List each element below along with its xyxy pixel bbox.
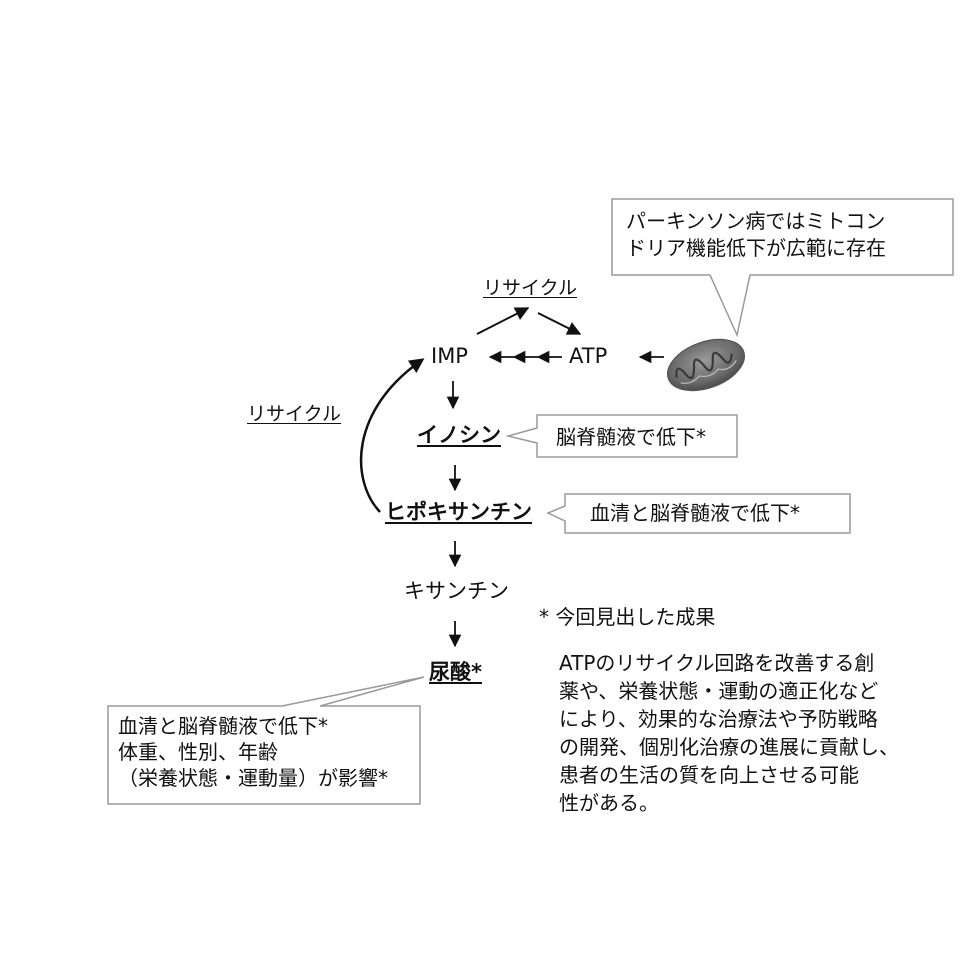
node-uric-acid: 尿酸* — [429, 660, 482, 684]
mitochondrion-icon — [666, 338, 746, 392]
inosine-callout-box — [505, 414, 738, 458]
inosine-callout-text: 脳脊髄液で低下* — [556, 425, 706, 449]
uric-acid-callout-line-1: 血清と脳脊髄液で低下* — [118, 714, 328, 738]
arrow-hypoxanthine-to-imp-recycle — [359, 358, 425, 513]
node-atp: ATP — [569, 344, 608, 368]
footnote-summary: ATPのリサイクル回路を改善する創 薬や、栄養状態・運動の適正化など により、効… — [559, 649, 949, 817]
summary-line-2: 薬や、栄養状態・運動の適正化など — [559, 679, 879, 703]
arrow-imp-to-recycle — [476, 307, 530, 335]
summary-line-1: ATPのリサイクル回路を改善する創 — [559, 651, 875, 675]
node-inosine: イノシン — [417, 423, 501, 447]
node-xanthine: キサンチン — [404, 579, 509, 603]
uric-acid-callout-text: 血清と脳脊髄液で低下* 体重、性別、年齢 （栄養状態・運動量）が影響* — [118, 713, 388, 791]
footnote-title: * 今回見出した成果 — [539, 605, 716, 629]
summary-line-5: 患者の生活の質を向上させる可能 — [559, 763, 859, 787]
summary-line-4: の開発、個別化治療の進展に貢献し、 — [559, 735, 899, 759]
recycle-label-top: リサイクル — [483, 277, 578, 299]
mitochondria-callout-line-2: ドリア機能低下が広範に存在 — [626, 236, 886, 260]
node-imp: IMP — [431, 344, 468, 368]
summary-line-3: により、効果的な治療法や予防戦略 — [559, 707, 878, 731]
uric-acid-callout-line-2: 体重、性別、年齢 — [118, 740, 278, 764]
mitochondria-callout-box — [611, 198, 954, 338]
mitochondria-callout-line-1: パーキンソン病ではミトコン — [626, 209, 886, 233]
uric-acid-callout-line-3: （栄養状態・運動量）が影響* — [118, 766, 388, 790]
uric-acid-callout-box — [107, 676, 425, 805]
recycle-label-left: リサイクル — [247, 403, 342, 425]
hypoxanthine-callout-text: 血清と脳脊髄液で低下* — [590, 501, 800, 525]
summary-line-6: 性がある。 — [559, 791, 659, 815]
hypoxanthine-callout-box — [546, 493, 851, 534]
node-hypoxanthine: ヒポキサンチン — [385, 500, 532, 524]
mitochondria-callout-text: パーキンソン病ではミトコン ドリア機能低下が広範に存在 — [626, 208, 886, 262]
arrow-recycle-to-atp — [537, 312, 582, 335]
